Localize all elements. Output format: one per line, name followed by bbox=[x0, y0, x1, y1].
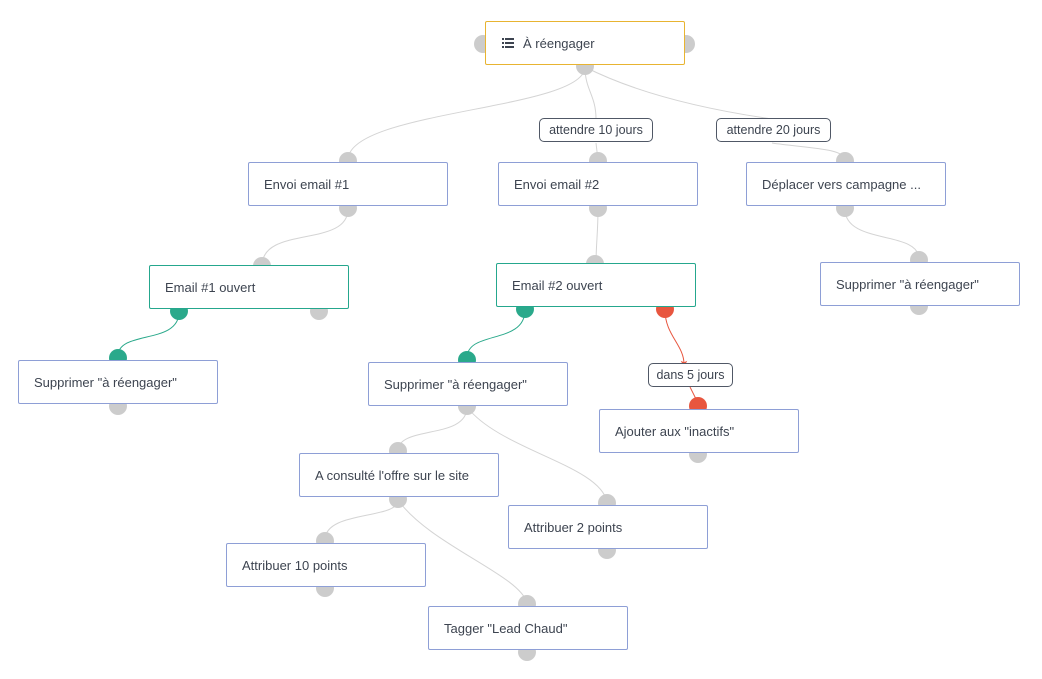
edge-yes-opened2 bbox=[466, 309, 526, 359]
node-label: Email #2 ouvert bbox=[512, 277, 603, 293]
node-label: Envoi email #1 bbox=[264, 176, 350, 192]
node-label: Supprimer "à réengager" bbox=[34, 374, 177, 390]
node-label: Déplacer vers campagne ... bbox=[762, 176, 921, 192]
action-node-remove-tag-left[interactable]: Supprimer "à réengager" bbox=[18, 360, 218, 404]
node-label: Email #1 ouvert bbox=[165, 279, 256, 295]
node-label: Tagger "Lead Chaud" bbox=[444, 620, 568, 636]
edge-move-remove bbox=[844, 208, 920, 260]
edge-email1-opened1 bbox=[261, 208, 349, 267]
action-node-email1[interactable]: Envoi email #1 bbox=[248, 162, 448, 206]
edge-remove-visited bbox=[397, 406, 468, 452]
node-label: Ajouter aux "inactifs" bbox=[615, 423, 735, 439]
node-label: Attribuer 10 points bbox=[242, 557, 348, 573]
action-node-email2[interactable]: Envoi email #2 bbox=[498, 162, 698, 206]
source-label: À réengager bbox=[523, 35, 595, 51]
delay-label-wait10[interactable]: attendre 10 jours bbox=[539, 118, 653, 142]
edge-source-wait20 bbox=[584, 66, 773, 120]
edge-source-email1 bbox=[347, 66, 586, 161]
action-node-remove-tag-center[interactable]: Supprimer "à réengager" bbox=[368, 362, 568, 406]
delay-label-wait20[interactable]: attendre 20 jours bbox=[716, 118, 831, 142]
node-label: Envoi email #2 bbox=[514, 176, 600, 192]
edge-remove-points2 bbox=[466, 406, 608, 503]
action-node-remove-tag-right[interactable]: Supprimer "à réengager" bbox=[820, 262, 1020, 306]
node-label: A consulté l'offre sur le site bbox=[315, 467, 469, 483]
node-label: Supprimer "à réengager" bbox=[384, 376, 527, 392]
condition-node-email1-opened[interactable]: Email #1 ouvert bbox=[149, 265, 349, 309]
source-node[interactable]: À réengager bbox=[485, 21, 685, 65]
edge-yes-opened1 bbox=[117, 311, 180, 357]
node-label: Attribuer 2 points bbox=[524, 519, 623, 535]
edge-wait20-move bbox=[771, 142, 846, 161]
condition-node-email2-opened[interactable]: Email #2 ouvert bbox=[496, 263, 696, 307]
list-icon bbox=[502, 38, 514, 48]
action-node-tag-hot[interactable]: Tagger "Lead Chaud" bbox=[428, 606, 628, 650]
node-label: Supprimer "à réengager" bbox=[836, 276, 979, 292]
action-node-points2[interactable]: Attribuer 2 points bbox=[508, 505, 708, 549]
action-node-points10[interactable]: Attribuer 10 points bbox=[226, 543, 426, 587]
edge-no-opened2 bbox=[664, 309, 688, 368]
action-node-move-campaign[interactable]: Déplacer vers campagne ... bbox=[746, 162, 946, 206]
edge-visited-tag bbox=[397, 499, 528, 604]
delay-label-in5[interactable]: dans 5 jours bbox=[648, 363, 733, 387]
action-node-add-inactive[interactable]: Ajouter aux "inactifs" bbox=[599, 409, 799, 453]
decision-node-visited-offer[interactable]: A consulté l'offre sur le site bbox=[299, 453, 499, 497]
edge-visited-points10 bbox=[324, 499, 399, 541]
